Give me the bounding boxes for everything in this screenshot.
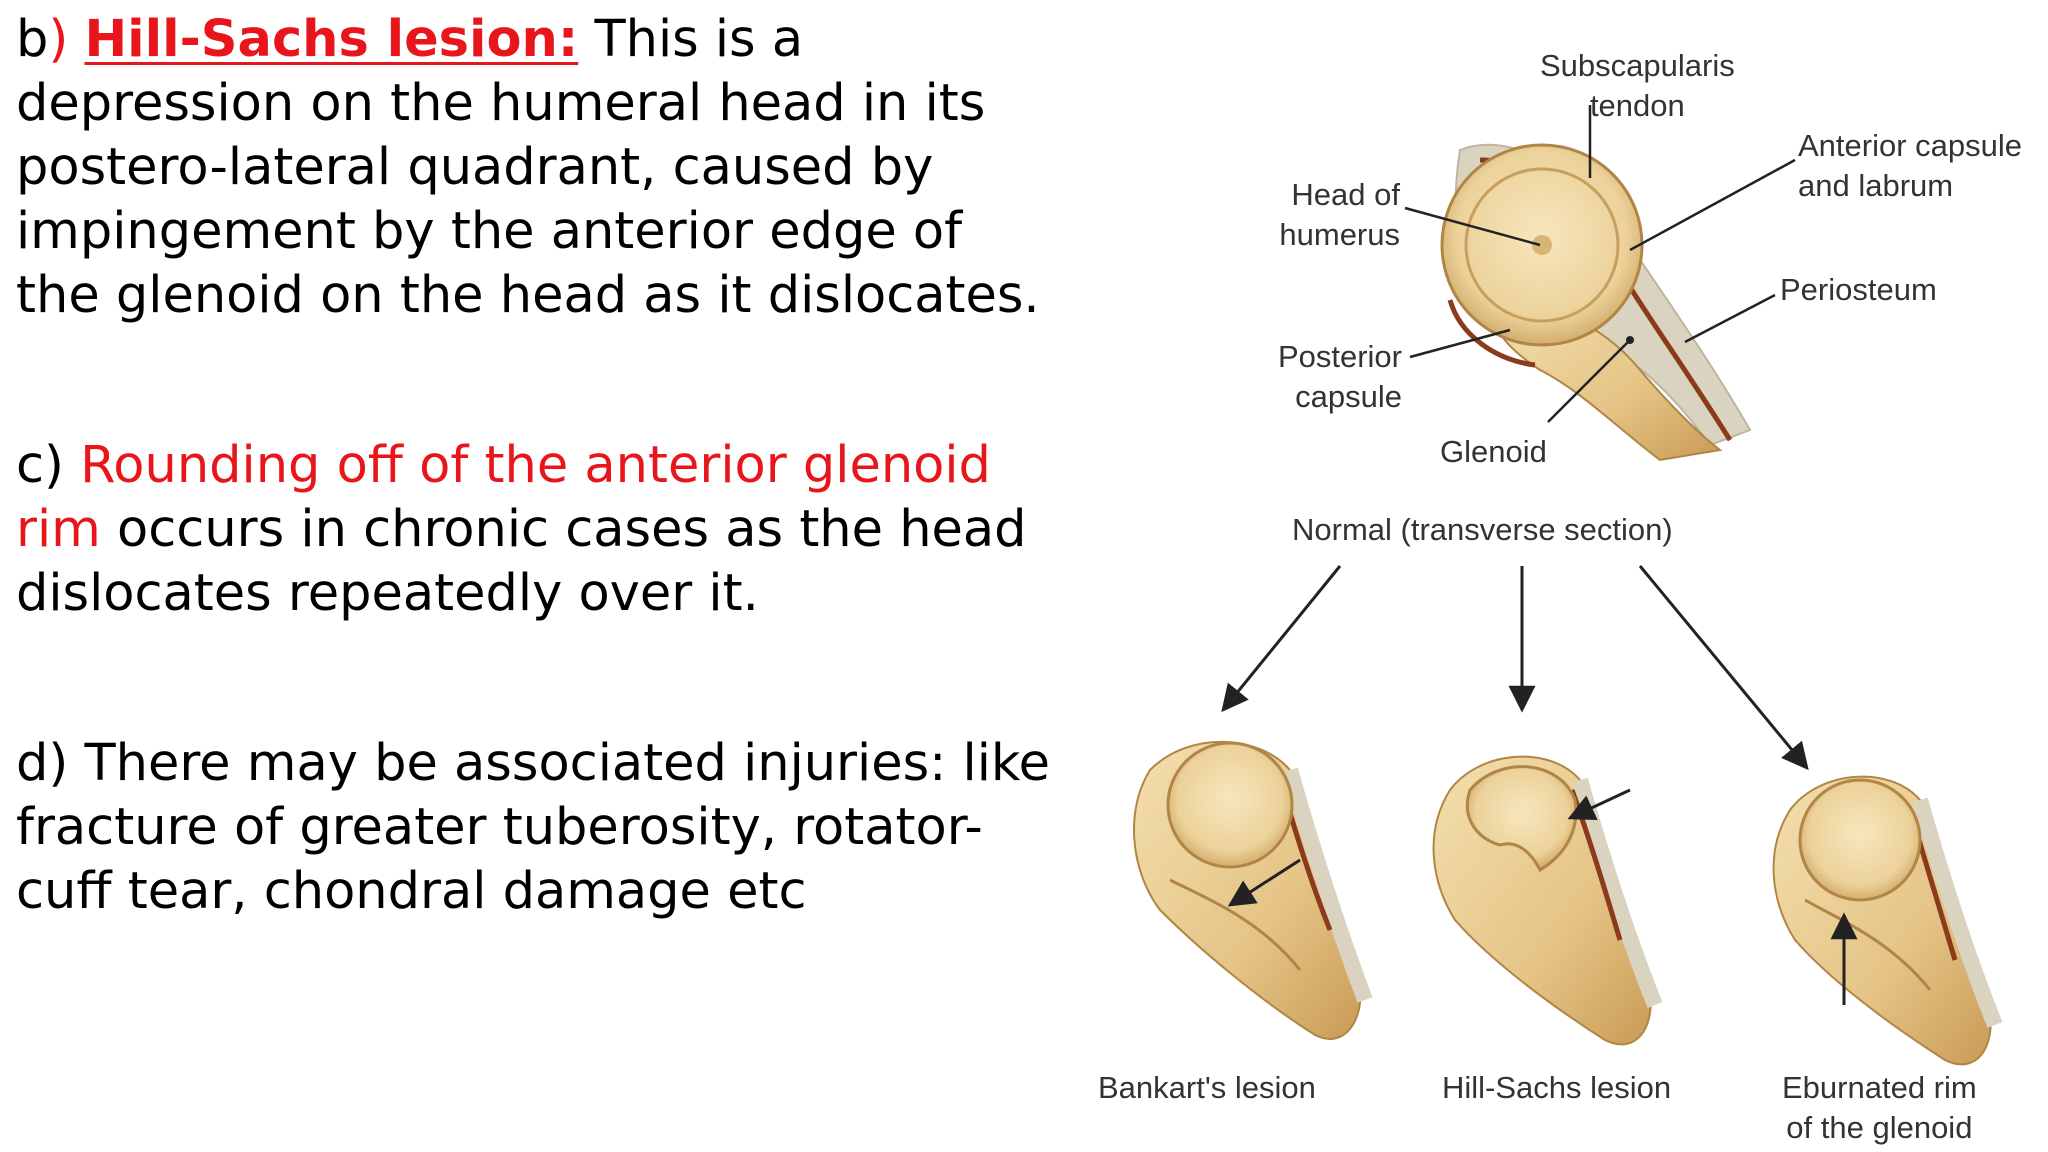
eburnated-illustration xyxy=(1772,775,2003,1066)
label-eburnated-rim: Eburnated rim of the glenoid xyxy=(1782,1070,1977,1145)
hill-sachs-pointer-arrow xyxy=(1567,788,1631,820)
paragraph-b-paren: ) xyxy=(48,10,69,69)
paragraph-d: d) There may be associated injuries: lik… xyxy=(16,732,1056,924)
glenoid-leader xyxy=(1547,339,1631,423)
posterior-capsule-leader xyxy=(1409,328,1511,359)
diagram-artwork xyxy=(1133,105,2003,1066)
bankart-pointer-arrow xyxy=(1227,858,1301,907)
arrow-to-eburnated xyxy=(1638,565,1809,771)
arrow-to-bankart xyxy=(1221,565,1342,713)
paragraph-c-marker: c) xyxy=(16,436,81,495)
paragraph-d-body: d) There may be associated injuries: lik… xyxy=(16,734,1050,921)
paragraph-b-marker: b xyxy=(16,10,49,69)
label-normal-section: Normal (transverse section) xyxy=(1292,512,1673,547)
text-column: b) Hill-Sachs lesion: This is a depressi… xyxy=(16,8,1056,924)
head-of-humerus-leader xyxy=(1404,206,1541,247)
hill-sachs-illustration xyxy=(1432,755,1663,1046)
label-hill-sachs-lesion: Hill-Sachs lesion xyxy=(1442,1070,1672,1105)
label-anterior-capsule: Anterior capsule and labrum xyxy=(1798,128,2023,203)
label-posterior-capsule: Posterior capsule xyxy=(1277,339,1402,414)
paragraph-b: b) Hill-Sachs lesion: This is a depressi… xyxy=(16,8,1056,328)
label-glenoid: Glenoid xyxy=(1440,434,1547,469)
anterior-capsule-leader xyxy=(1629,158,1796,252)
label-subscapularis-tendon: Subscapularis tendon xyxy=(1540,48,1735,123)
periosteum-leader xyxy=(1684,293,1776,344)
rounding-glenoid-term: Rounding off of the anterior glenoid rim xyxy=(16,436,991,559)
paragraph-c-body: occurs in chronic cases as the head disl… xyxy=(16,500,1027,623)
label-bankart-lesion: Bankart's lesion xyxy=(1098,1070,1316,1105)
label-periosteum: Periosteum xyxy=(1780,272,1937,307)
label-head-of-humerus: Head of humerus xyxy=(1279,177,1400,252)
shoulder-lesion-diagram: Subscapularis tendon Anterior capsule an… xyxy=(1060,0,2048,1152)
normal-section-illustration xyxy=(1404,105,1796,462)
hill-sachs-term: Hill-Sachs lesion: xyxy=(84,10,579,69)
bankart-illustration xyxy=(1133,740,1373,1040)
paragraph-b-body: This is a depression on the humeral head… xyxy=(16,10,1040,325)
paragraph-c: c) Rounding off of the anterior glenoid … xyxy=(16,434,1056,626)
